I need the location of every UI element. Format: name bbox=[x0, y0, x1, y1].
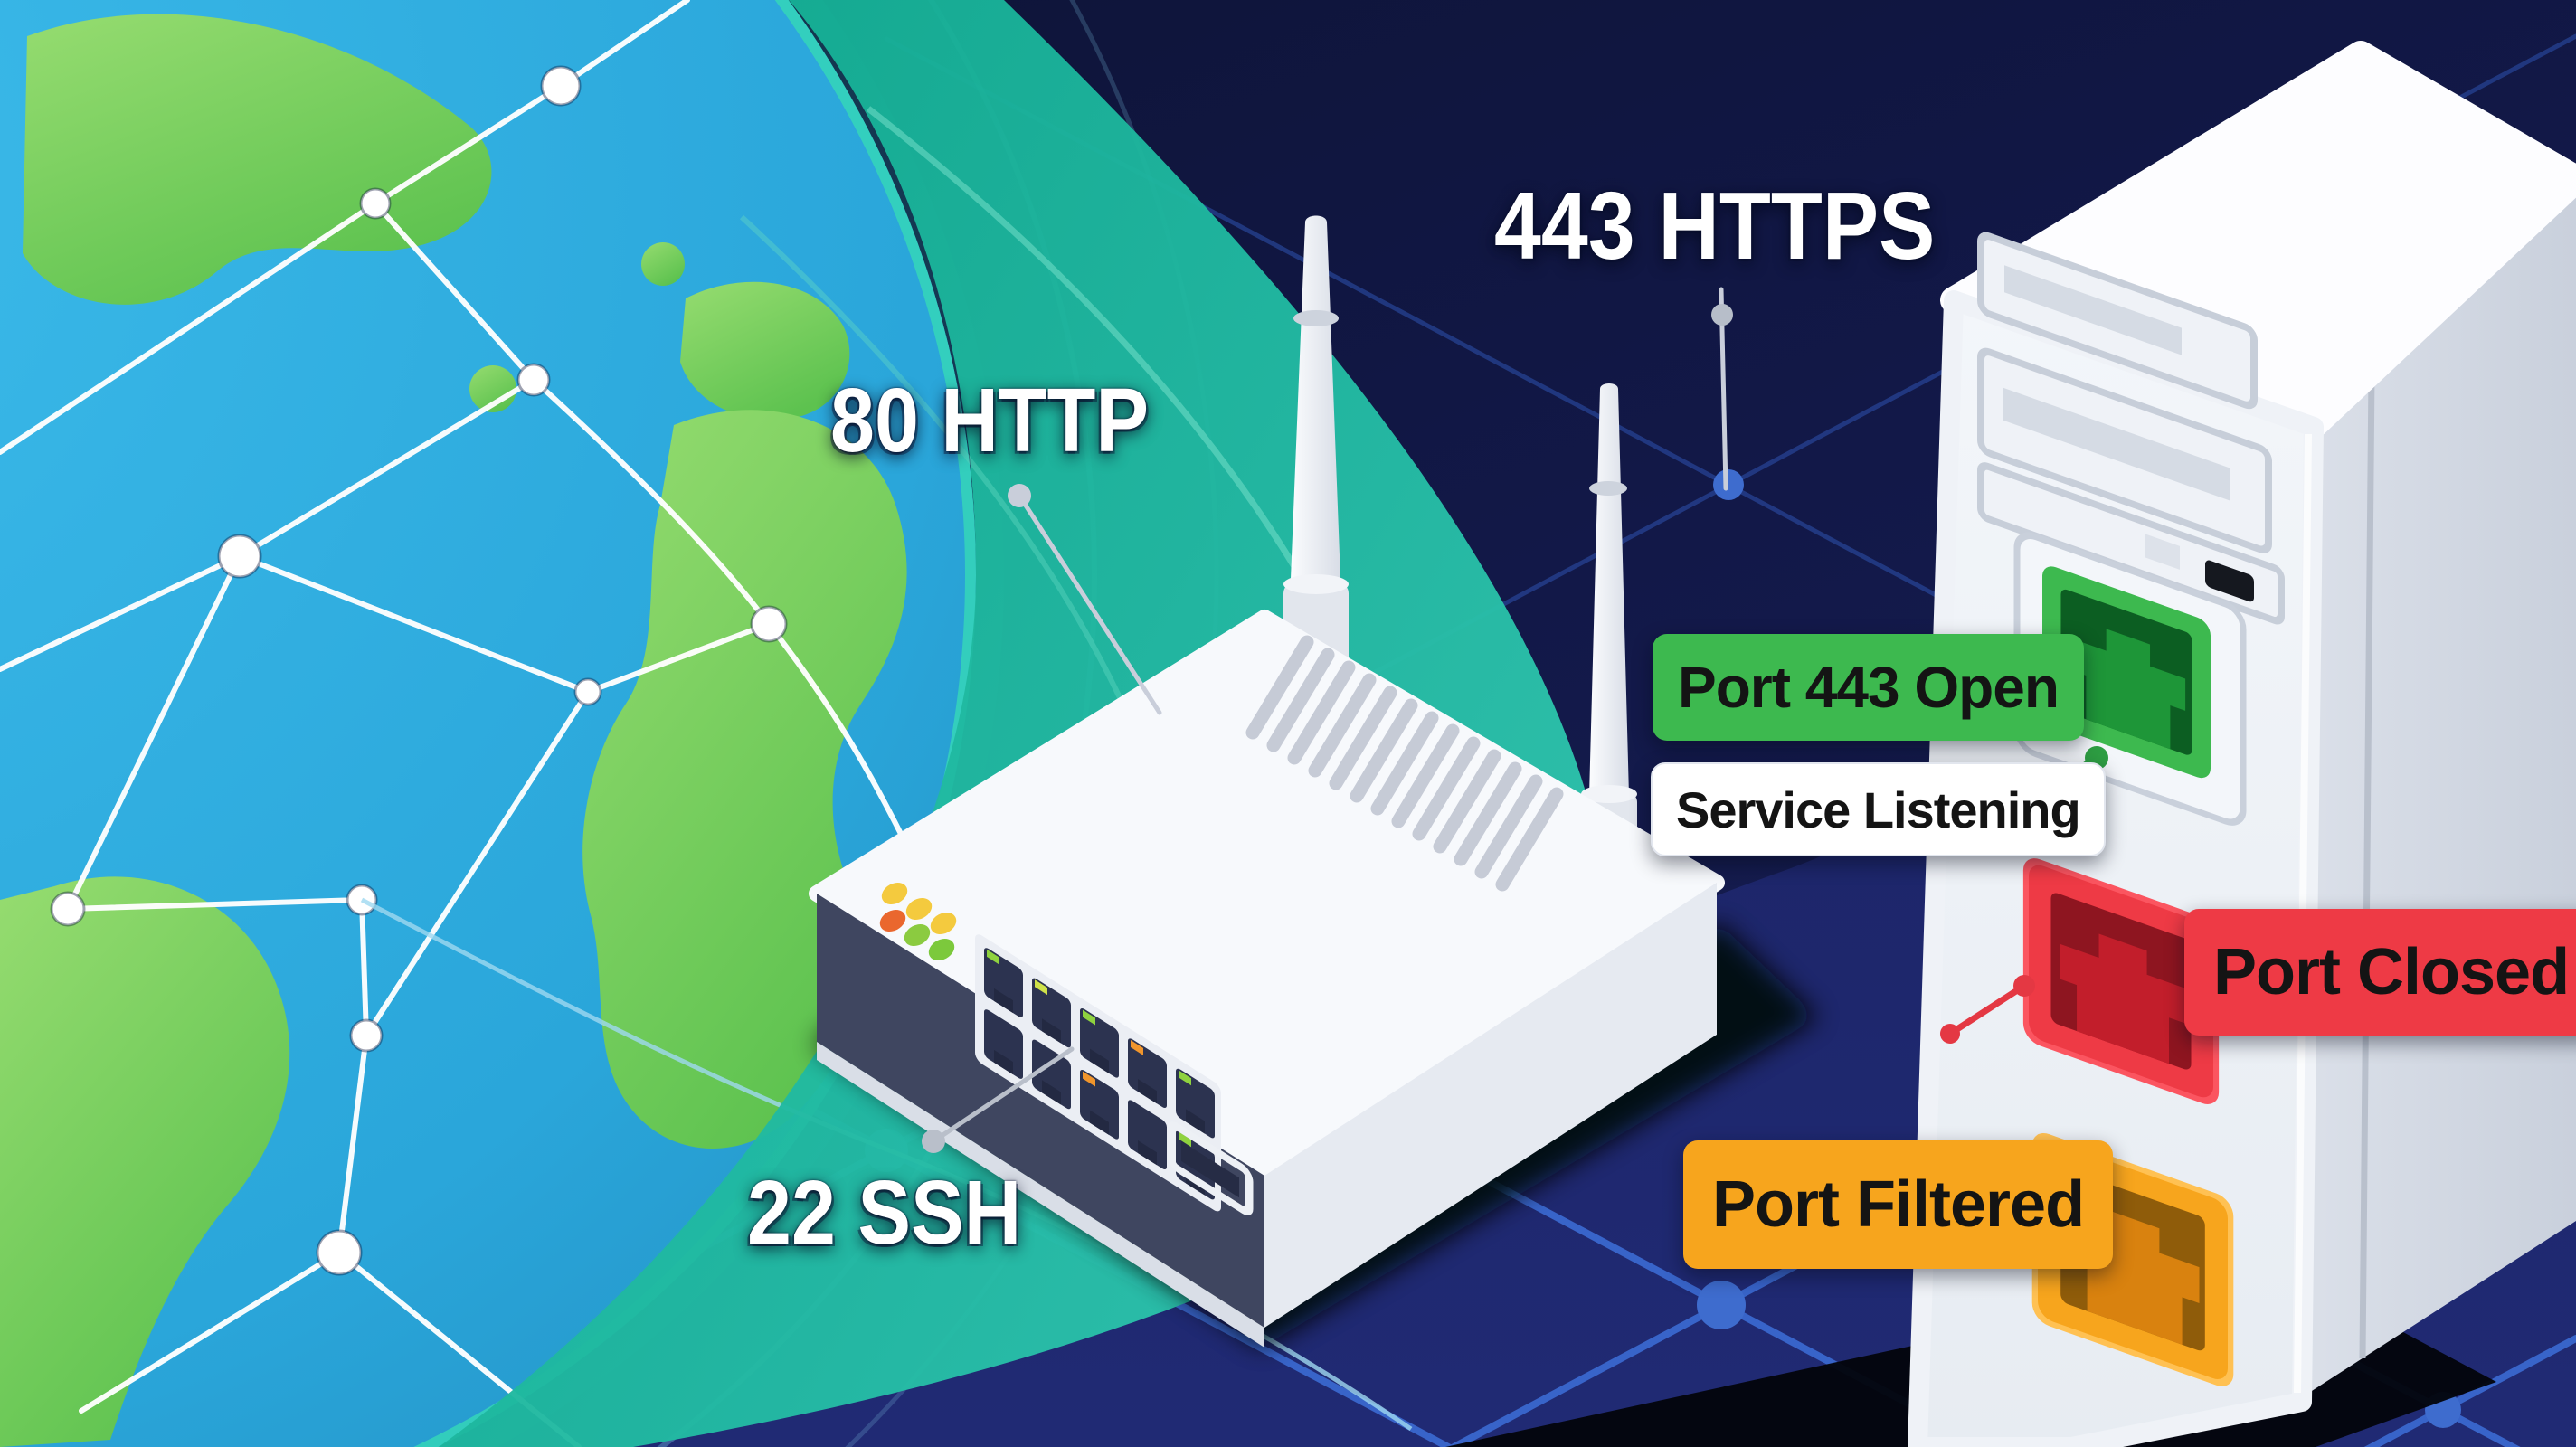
label-443-https: 443 HTTPS bbox=[1494, 173, 1936, 279]
label-leaders bbox=[922, 287, 1733, 1153]
router-led-icon bbox=[879, 883, 957, 960]
badge-port-443-open: Port 443 Open bbox=[1653, 634, 2084, 741]
badge-service-listening: Service Listening bbox=[1651, 762, 2106, 856]
badge-port-filtered: Port Filtered bbox=[1683, 1140, 2114, 1269]
ethernet-port-closed-icon bbox=[1940, 858, 2220, 1104]
router-right-face bbox=[1264, 883, 1717, 1328]
closed-port-connector bbox=[1940, 975, 2035, 1044]
globe-mesh bbox=[0, 0, 907, 1447]
label-80-http: 80 HTTP bbox=[830, 370, 1150, 471]
wireless-router-icon bbox=[809, 215, 1818, 1348]
server-drive-bays bbox=[1977, 232, 2285, 625]
globe-network-icon bbox=[0, 0, 1413, 1447]
globe-node-icon bbox=[50, 65, 788, 1276]
router-usb-slot bbox=[1167, 1121, 1254, 1215]
router-vents bbox=[1245, 635, 1564, 892]
label-22-ssh: 22 SSH bbox=[747, 1162, 1022, 1263]
ethernet-port-open-icon bbox=[2013, 532, 2247, 826]
badge-port-closed: Port Closed bbox=[2184, 909, 2576, 1036]
router-front-panel bbox=[817, 894, 1264, 1328]
